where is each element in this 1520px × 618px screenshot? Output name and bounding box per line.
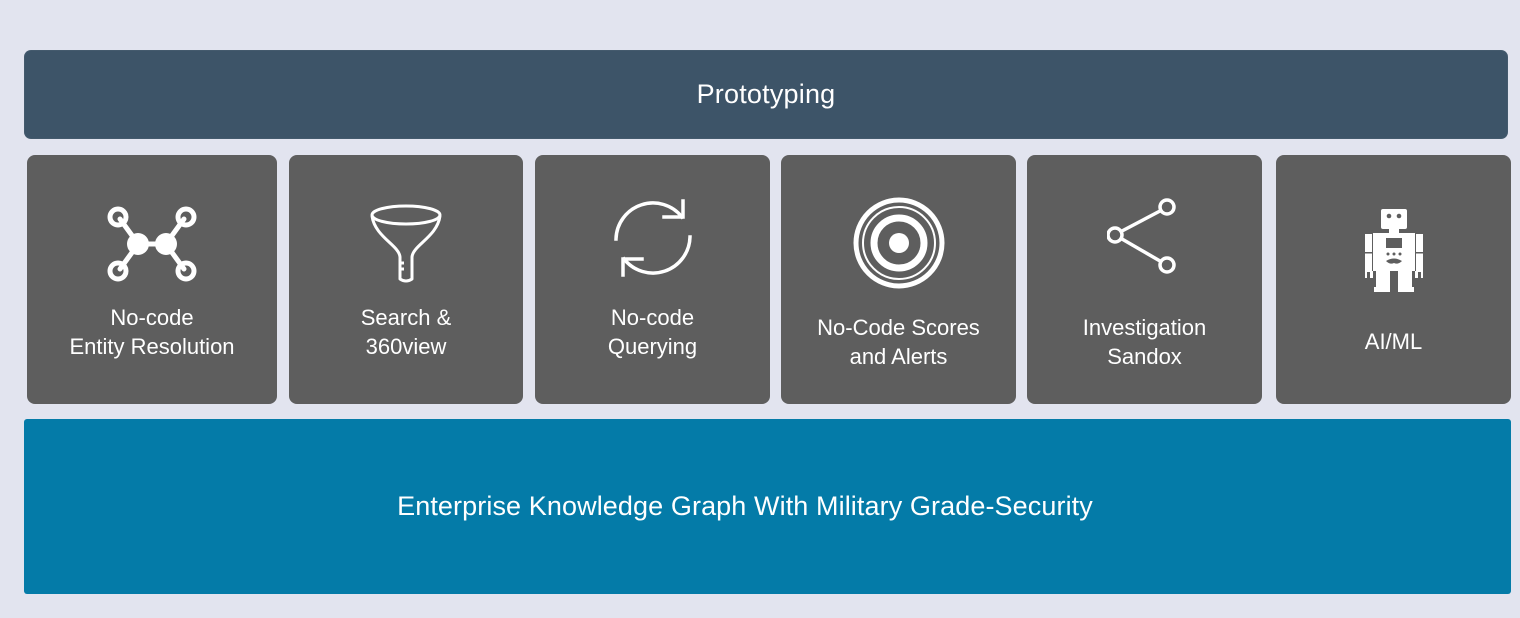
graph-nodes-icon: [106, 205, 198, 283]
tile-label: No-code Entity Resolution: [69, 305, 235, 359]
funnel-icon: [369, 203, 443, 283]
refresh-icon: [612, 197, 694, 279]
tile-investigation-sandbox: Investigation Sandox: [1027, 155, 1262, 404]
tile-label: No-Code Scores and Alerts: [817, 315, 980, 369]
tile-querying: No-code Querying: [535, 155, 770, 404]
knowledge-graph-layer: Enterprise Knowledge Graph With Military…: [24, 419, 1511, 594]
knowledge-graph-label: Enterprise Knowledge Graph With Military…: [397, 491, 1093, 521]
tile-label: Investigation Sandox: [1082, 315, 1207, 369]
tile-search-360view: Search & 360view: [289, 155, 523, 404]
tile-scores-alerts: No-Code Scores and Alerts: [781, 155, 1016, 404]
tile-label: Search & 360view: [360, 305, 452, 359]
target-icon: [853, 197, 945, 289]
prototyping-layer: Prototyping: [24, 50, 1508, 139]
tile-ai-ml: AI/ML: [1276, 155, 1511, 404]
tile-label: AI/ML: [1364, 329, 1423, 354]
prototyping-label: Prototyping: [696, 79, 836, 109]
tile-label: No-code Querying: [607, 305, 698, 359]
share-icon: [1106, 197, 1183, 277]
robot-icon: [1364, 207, 1423, 293]
tile-entity-resolution: No-code Entity Resolution: [27, 155, 277, 404]
